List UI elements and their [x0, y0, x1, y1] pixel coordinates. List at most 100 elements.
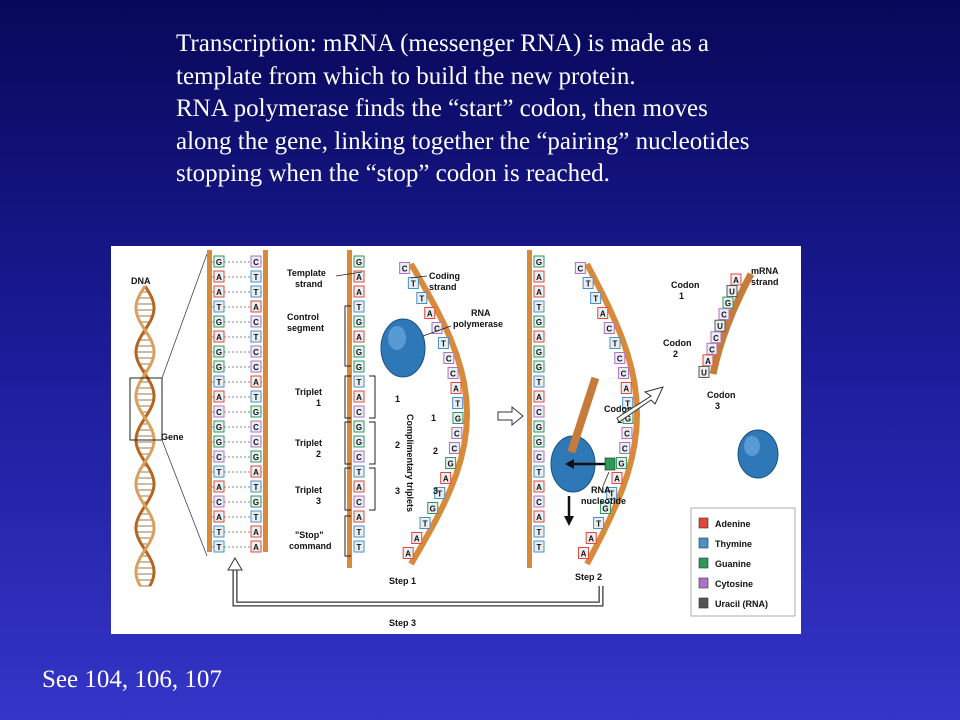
step1-template-base-box — [353, 360, 365, 373]
step2-template-base: G — [536, 258, 542, 267]
mrna-base: U — [717, 322, 723, 331]
step1-template-base: T — [357, 543, 362, 552]
gene-left-base: A — [216, 483, 222, 492]
triplet3-num: 3 — [316, 496, 321, 506]
step2-coding-base-box — [618, 367, 630, 379]
step2-template-base: A — [536, 393, 542, 402]
step2-coding-base-box — [577, 547, 589, 559]
codon1-r-label-1: Codon — [671, 280, 700, 290]
step2-template-base: G — [536, 423, 542, 432]
step2-coding-base-box — [593, 517, 605, 529]
gene-left-base: T — [217, 468, 222, 477]
dna-double-helix — [134, 285, 156, 587]
gene-right-base: G — [253, 498, 259, 507]
codon3-r-label-1: Codon — [707, 390, 736, 400]
step2-coding-backbone — [584, 262, 641, 566]
step2-coding-base-box — [590, 292, 602, 304]
legend-label: Thymine — [715, 539, 752, 549]
mrna-base-box — [718, 308, 730, 321]
text-line-4: along the gene, linking together the “pa… — [176, 127, 750, 155]
gene-left-base: T — [217, 528, 222, 537]
gene-right-base: C — [253, 258, 259, 267]
legend-label: Cytosine — [715, 579, 753, 589]
gene-right-base: A — [253, 468, 259, 477]
rna-nucleotide-label-1: RNA — [591, 485, 611, 495]
step2-template-base-box — [533, 375, 545, 388]
gene-right-base-box — [250, 435, 262, 448]
step1-coding-base: T — [411, 280, 416, 289]
step1-coding-base-box — [399, 262, 411, 274]
step2-coding-base: T — [593, 295, 598, 304]
gene-right-base-box — [250, 375, 262, 388]
comp-num-2: 2 — [433, 446, 438, 456]
gene-left-base-box — [213, 450, 225, 463]
step2-coding-base: C — [617, 355, 623, 364]
rna-polymerase-label-2: polymerase — [453, 319, 503, 329]
step1-coding-base: A — [427, 310, 433, 319]
gene-right-base: C — [253, 348, 259, 357]
step2-template-base: A — [536, 288, 542, 297]
step2-coding-base-box — [614, 352, 626, 364]
triplet1-num: 1 — [316, 398, 321, 408]
step1-coding-base-box — [424, 307, 436, 319]
step2-template-base-box — [533, 405, 545, 418]
coding-strand-label-2: strand — [429, 282, 457, 292]
gene-right-base: A — [253, 528, 259, 537]
helix-strand-b — [134, 285, 156, 587]
segment-brackets — [344, 305, 376, 557]
gene-right-base-box — [250, 465, 262, 478]
gene-right-base: C — [253, 318, 259, 327]
gene-left-base-box — [213, 525, 225, 538]
step1-template-base: C — [356, 498, 362, 507]
left-bracket — [344, 305, 351, 367]
gene-right-base-box — [250, 255, 262, 268]
gene-left-base-box — [213, 375, 225, 388]
step2-template-base-box — [533, 435, 545, 448]
pair-num-1: 1 — [395, 394, 400, 404]
step1-template-base: G — [356, 258, 362, 267]
triplet3-label: Triplet — [295, 485, 322, 495]
gene-left-base-box — [213, 345, 225, 358]
step1-coding-base: C — [454, 430, 460, 439]
step2-coding-base-box — [622, 397, 634, 409]
rna-nucleotide-label-2: nucleotide — [581, 496, 626, 506]
step1-template-base-box — [353, 390, 365, 403]
legend-swatch — [698, 517, 709, 529]
step2-coding-base: G — [602, 505, 608, 514]
step3-return-path-inner — [233, 568, 603, 606]
step1-template-base: A — [356, 288, 362, 297]
step1-template-base: T — [357, 378, 362, 387]
step1-coding-base: A — [405, 550, 411, 559]
gene-left-base: G — [216, 363, 222, 372]
gene-right-base: C — [253, 438, 259, 447]
slide-text: Transcription: mRNA (messenger RNA) is m… — [176, 28, 936, 191]
gene-right-base-box — [250, 510, 262, 523]
step1-coding-base-box — [437, 337, 449, 349]
step1-label: Step 1 — [389, 576, 416, 586]
gene-left-base: G — [216, 318, 222, 327]
gene-right-base-box — [250, 315, 262, 328]
step1-coding-base: T — [419, 295, 424, 304]
codon1-r-label-2: 1 — [679, 291, 684, 301]
reference-text: See 104, 106, 107 — [42, 666, 222, 693]
mrna-base-box — [706, 342, 718, 355]
gene-left-base-box — [213, 255, 225, 268]
step2-coding-base-box — [597, 307, 609, 319]
triplet1-label: Triplet — [295, 387, 322, 397]
step2-coding-base: C — [606, 325, 612, 334]
step1-template-base: G — [356, 438, 362, 447]
control-segment-label-2: segment — [287, 323, 324, 333]
right-bracket — [369, 375, 376, 419]
comp-num-3: 3 — [433, 486, 438, 496]
gene-left-base: G — [216, 258, 222, 267]
step2-coding-base: A — [588, 535, 594, 544]
step2-template-base-box — [533, 360, 545, 373]
gene-left-base-box — [213, 510, 225, 523]
gene-left-base-box — [213, 495, 225, 508]
step2-template-base: T — [537, 543, 542, 552]
step1-template-base: A — [356, 273, 362, 282]
mrna-base: C — [713, 334, 719, 343]
step1-coding-base: G — [430, 505, 436, 514]
zoom-line-top — [161, 253, 208, 379]
step2-template-base-box — [533, 450, 545, 463]
